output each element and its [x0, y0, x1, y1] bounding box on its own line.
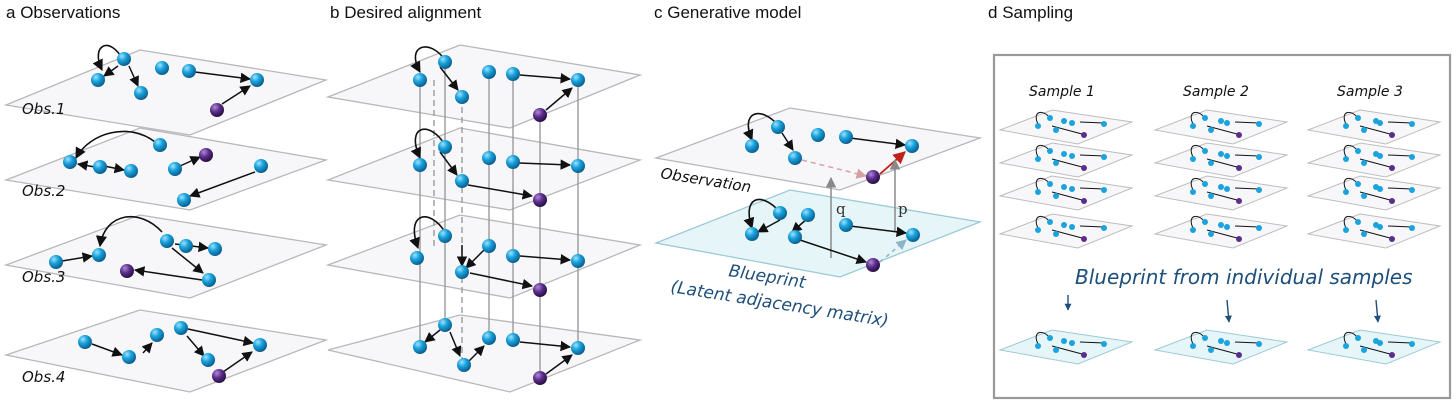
sample-1-plane-4 [998, 213, 1134, 249]
obs-label-3: Obs.3 [22, 268, 65, 286]
panel-b: b Desired alignment [325, 3, 643, 393]
panel-a-title: a Observations [6, 3, 120, 22]
sample-1-plane-2 [998, 142, 1134, 178]
blueprint-plane [653, 189, 983, 278]
sample-3-plane-3 [1306, 175, 1442, 211]
alignment-plane-1 [325, 44, 643, 129]
p-label: p [898, 200, 908, 218]
observation-plane [653, 107, 983, 191]
panel-b-title: b Desired alignment [330, 3, 481, 22]
panel-c: c Generative model q p [653, 3, 983, 331]
sample-3-plane-1 [1306, 109, 1442, 145]
observation-plane-2: Obs.2 [3, 127, 329, 211]
alignment-plane-4 [327, 314, 643, 393]
obs-label-1: Obs.1 [22, 100, 65, 118]
blueprint-plane-sample-1 [998, 329, 1134, 365]
sampling-caption: Blueprint from individual samples [1075, 265, 1413, 289]
sample-2-plane-4 [1153, 213, 1289, 249]
observation-plane-3: Obs.3 [3, 214, 329, 299]
panel-d: d Sampling Sample 1 Sample 2 Sample 3 Bl… [988, 3, 1452, 400]
sample-2-plane-3 [1153, 175, 1289, 211]
sample-2-plane-1 [1153, 109, 1289, 145]
sample-3-plane-4 [1306, 213, 1442, 249]
blueprint-plane-sample-3 [1306, 329, 1442, 365]
alignment-lines [419, 60, 579, 378]
observation-plane-1: Obs.1 [3, 44, 329, 136]
sample-2-plane-2 [1153, 142, 1289, 178]
blueprint-mini-planes [998, 329, 1442, 365]
panel-a: a Observations Obs.1 [3, 3, 329, 393]
sample-mini-planes [998, 109, 1442, 249]
blueprint-plane-sample-2 [1153, 329, 1289, 365]
observation-plane-4: Obs.4 [3, 309, 329, 393]
sample-3-plane-2 [1306, 142, 1442, 178]
panel-c-title: c Generative model [654, 3, 801, 22]
sample-1-plane-3 [998, 175, 1134, 211]
sample-title-1: Sample 1 [1029, 84, 1095, 100]
obs-label-4: Obs.4 [22, 368, 65, 386]
q-label: q [836, 200, 846, 218]
alignment-plane-3 [325, 214, 643, 299]
alignment-plane-2 [325, 127, 643, 211]
panel-d-title: d Sampling [988, 3, 1073, 22]
sample-title-2: Sample 2 [1183, 84, 1249, 100]
sample-title-3: Sample 3 [1337, 84, 1403, 100]
obs-label-2: Obs.2 [22, 182, 65, 200]
sample-1-plane-1 [998, 109, 1134, 145]
